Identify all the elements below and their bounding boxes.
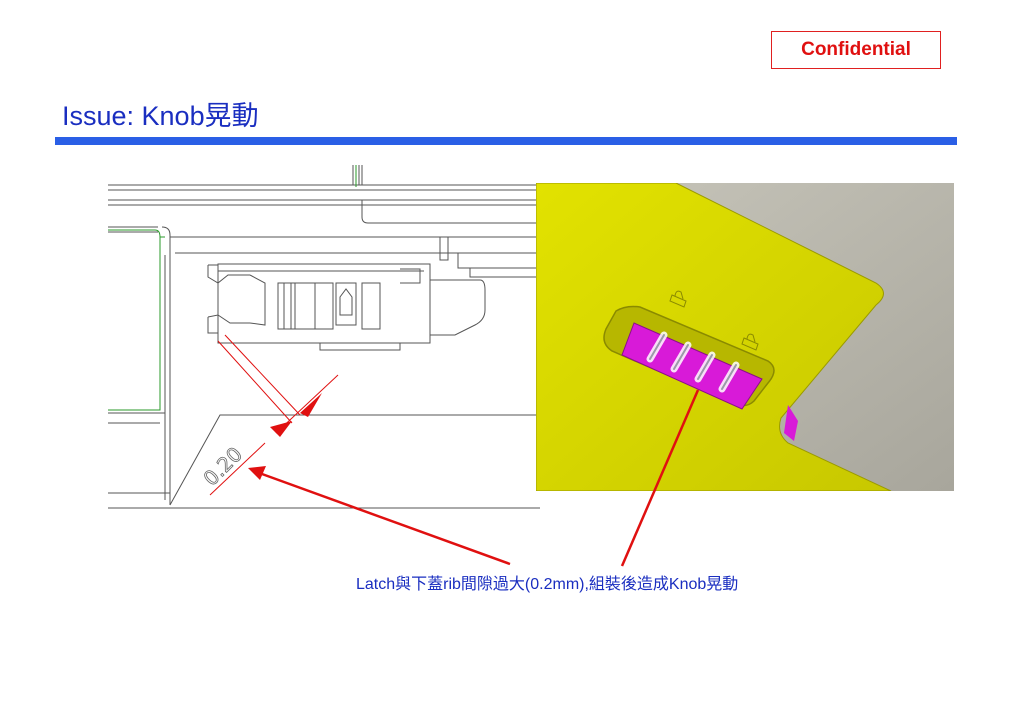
cad-section-drawing: 0.20 (108, 165, 540, 509)
issue-caption: Latch與下蓋rib間隙過大(0.2mm),組裝後造成Knob晃動 (356, 576, 739, 593)
confidential-badge: Confidential (771, 31, 941, 69)
part-3d-render (536, 183, 954, 491)
page-title: Issue: Knob晃動 (62, 101, 259, 131)
dimension-label: 0.20 (199, 442, 247, 490)
title-divider (55, 137, 957, 145)
